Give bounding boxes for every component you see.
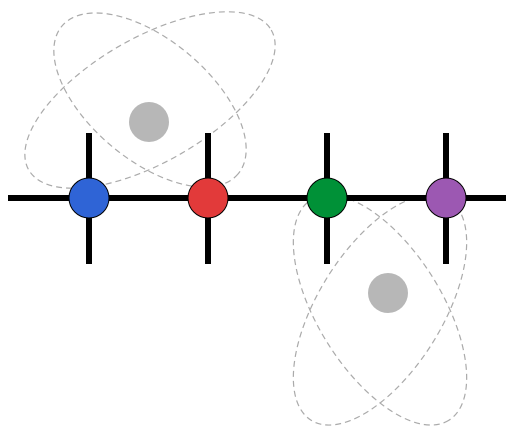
nucleus-circle: [368, 273, 408, 313]
orbital-group-lower: [292, 194, 468, 426]
node-red: [187, 177, 229, 219]
orbit-ellipse: [53, 12, 247, 188]
node-purple: [425, 177, 467, 219]
nucleus-circle: [129, 102, 169, 142]
orbital-group-upper: [24, 11, 276, 189]
node-blue: [68, 177, 110, 219]
orbit-ellipse: [24, 11, 276, 189]
node-green: [306, 177, 348, 219]
